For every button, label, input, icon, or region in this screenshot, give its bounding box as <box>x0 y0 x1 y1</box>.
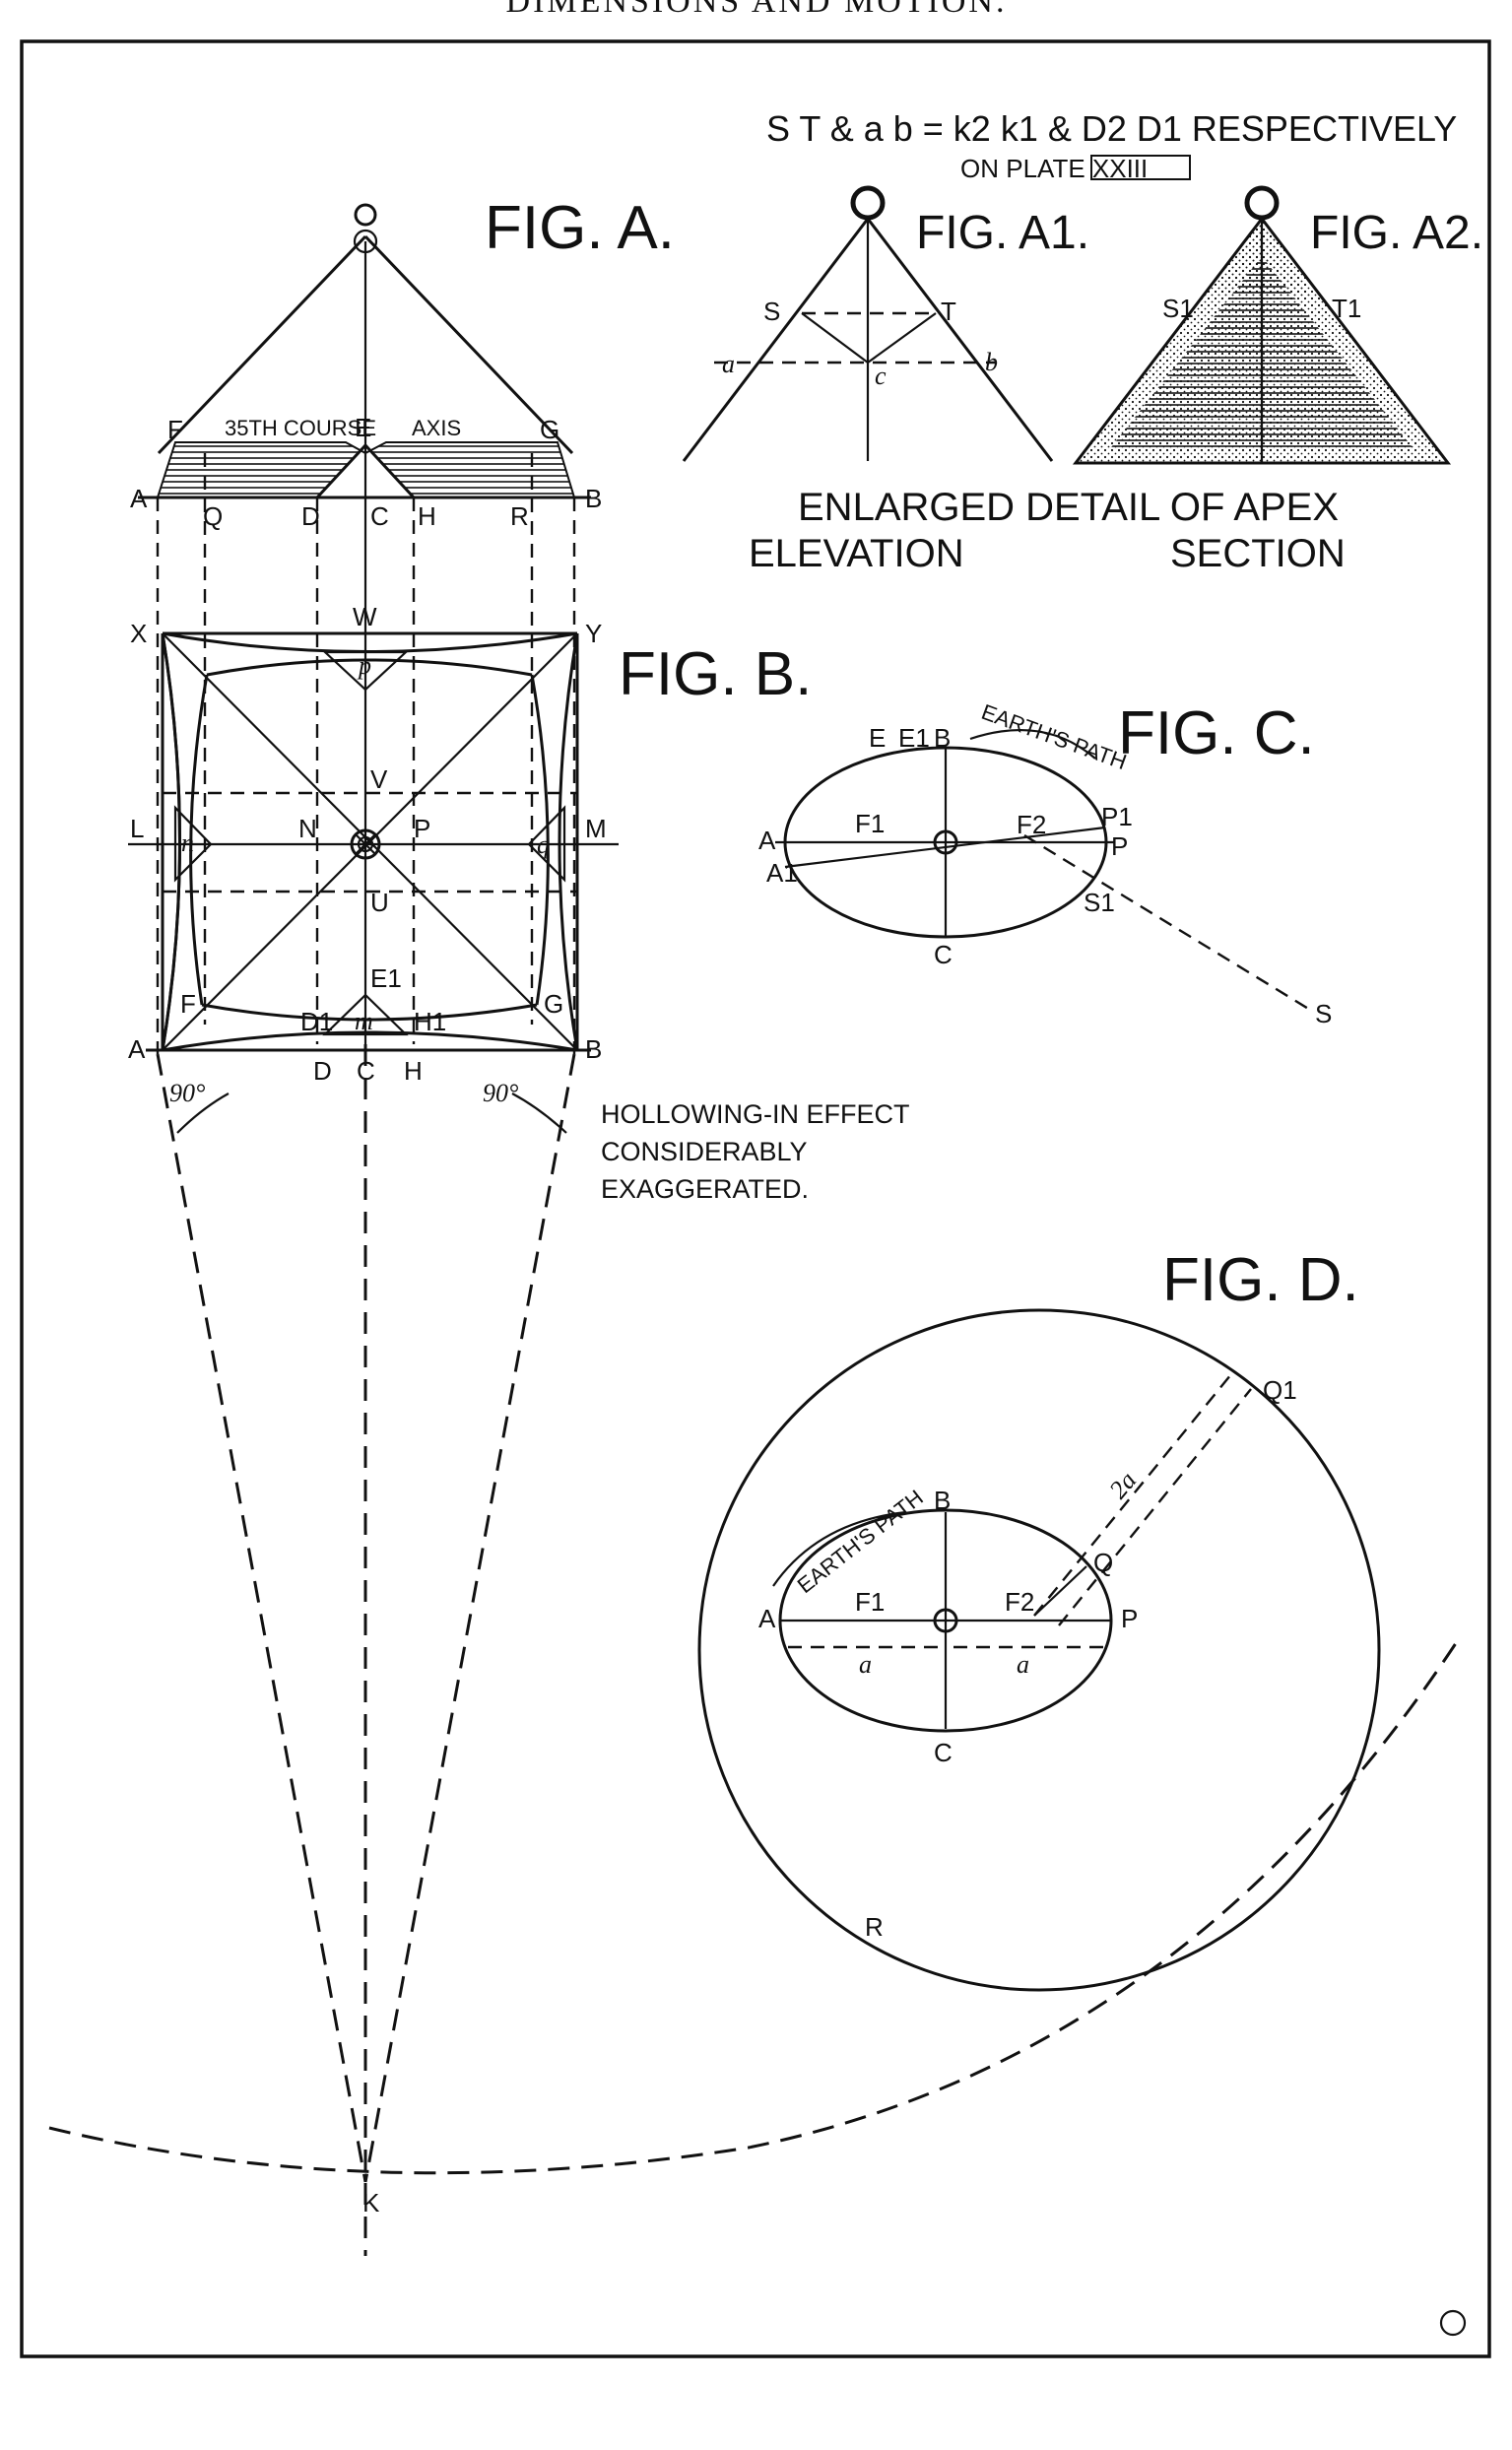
fig-a-label-B: B <box>585 484 602 513</box>
fig-d-label-A: A <box>758 1604 776 1633</box>
fig-a-label-D: D <box>301 501 320 531</box>
fig-b-label-H: H <box>404 1056 423 1086</box>
fig-a-title: FIG. A. <box>485 194 675 262</box>
fig-d-label-F2: F2 <box>1005 1587 1034 1617</box>
fig-b-label-W: W <box>353 602 377 631</box>
fig-b-label-D1: D1 <box>300 1007 333 1036</box>
fig-d-path-label: EARTH'S PATH <box>793 1485 928 1598</box>
fig-b-label-m: m <box>355 1007 373 1035</box>
fig-a-label-Q: Q <box>203 501 223 531</box>
fig-b-label-p: p <box>357 651 371 680</box>
fig-a2-apex-O <box>1244 185 1280 221</box>
fig-b-label-F: F <box>180 989 196 1019</box>
fig-c: FIG. C. E E1 B EARTH'S PATH A A1 F1 F2 P… <box>758 699 1332 1028</box>
fig-c-label-C: C <box>934 940 953 969</box>
apex-caption-title: ENLARGED DETAIL OF APEX <box>798 486 1339 529</box>
fig-c-label-F2: F2 <box>1017 810 1046 839</box>
fig-b-title: FIG. B. <box>619 640 812 708</box>
fig-c-label-S: S <box>1315 999 1332 1028</box>
fig-d-label-2a: 2a <box>1103 1466 1142 1504</box>
fig-a1-label-b: b <box>985 348 998 376</box>
fig-d-outer-circle <box>697 1308 1381 1992</box>
fig-b-label-q: q <box>537 830 550 859</box>
fig-d-title: FIG. D. <box>1162 1246 1359 1314</box>
apex-caption-section: SECTION <box>1170 532 1346 575</box>
fig-a1-apex-O <box>850 185 886 221</box>
fig-b-label-A: A <box>128 1034 146 1064</box>
fig-d-label-Q: Q <box>1093 1548 1113 1577</box>
fig-b-label-B: B <box>585 1034 602 1064</box>
fig-a2-label-S1: S1 <box>1162 294 1194 323</box>
fig-b-note-line3: EXAGGERATED. <box>601 1174 809 1204</box>
fig-a-axis-label: AXIS <box>412 416 461 440</box>
fig-d-label-B: B <box>934 1486 951 1515</box>
fig-b-label-n: n <box>181 828 194 857</box>
fig-b-label-G: G <box>544 989 563 1019</box>
fig-a-label-G: G <box>540 415 559 444</box>
fig-b-note-line1: HOLLOWING-IN EFFECT <box>601 1099 910 1129</box>
fig-c-label-A1: A1 <box>766 858 798 888</box>
fig-b: FIG. B. X W Y p V <box>48 602 1460 2256</box>
fig-a-course-label: 35TH COURSE <box>225 416 376 440</box>
fig-b-label-Y: Y <box>585 619 602 648</box>
fig-b-label-C: C <box>357 1056 375 1086</box>
apex-note-line1: S T & a b = k2 k1 & D2 D1 RESPECTIVELY <box>766 108 1457 149</box>
fig-d-label-C: C <box>934 1738 953 1767</box>
fig-b-label-U: U <box>370 888 389 917</box>
fig-a1-label-c: c <box>875 362 887 390</box>
page-header: DIMENSIONS AND MOTION. <box>506 0 1008 20</box>
fig-a1-label-a: a <box>722 350 735 378</box>
fig-a: FIG. A. O F 35TH COURSE E AXIS G A Q D C… <box>130 194 675 1054</box>
fig-b-label-X: X <box>130 619 147 648</box>
fig-b-label-E1: E1 <box>370 963 402 993</box>
fig-a-label-F: F <box>167 415 183 444</box>
fig-a2: FIG. A2. S1 T1 <box>1072 185 1483 465</box>
fig-c-label-S1: S1 <box>1084 888 1115 917</box>
fig-c-label-B: B <box>934 723 951 753</box>
apex-caption-elevation: ELEVATION <box>749 532 964 575</box>
fig-d-label-a-left: a <box>859 1650 872 1679</box>
fig-a1-title: FIG. A1. <box>916 207 1089 259</box>
fig-a2-label-T1: T1 <box>1332 294 1361 323</box>
fig-b-angle-right: 90° <box>483 1079 518 1107</box>
fig-b-label-V: V <box>370 764 388 794</box>
fig-b-note-line2: CONSIDERABLY <box>601 1137 808 1166</box>
fig-a2-title: FIG. A2. <box>1310 207 1483 259</box>
fig-c-label-P: P <box>1111 831 1128 861</box>
fig-b-label-L: L <box>130 814 144 843</box>
fig-d: FIG. D. EARTH'S PATH B A F1 F2 Q P Q1 a … <box>697 1246 1381 1992</box>
fig-c-path-label: EARTH'S PATH <box>978 699 1130 774</box>
fig-d-label-F1: F1 <box>855 1587 885 1617</box>
fig-a-label-E: E <box>355 413 371 442</box>
fig-b-label-P: P <box>414 814 430 843</box>
fig-d-label-Q1: Q1 <box>1263 1375 1297 1405</box>
fig-a1: FIG. A1. S T a b c <box>682 185 1089 462</box>
fig-b-label-H1: H1 <box>414 1007 446 1036</box>
fig-d-label-P: P <box>1121 1604 1138 1633</box>
fig-b-label-M: M <box>585 814 607 843</box>
fig-d-label-R: R <box>865 1912 884 1942</box>
fig-a1-label-T: T <box>941 297 956 326</box>
fig-a-label-H: H <box>418 501 436 531</box>
fig-c-label-E1: E1 <box>898 723 930 753</box>
fig-b-angle-left: 90° <box>169 1079 205 1107</box>
fig-c-label-A: A <box>758 826 776 855</box>
fig-c-title: FIG. C. <box>1118 699 1315 767</box>
fig-b-label-K: K <box>362 2188 380 2218</box>
plate-border <box>20 39 1491 2358</box>
fig-a-label-A: A <box>130 484 148 513</box>
fig-a-label-R: R <box>510 501 529 531</box>
fig-d-label-a-right: a <box>1017 1650 1029 1679</box>
fig-b-label-D: D <box>313 1056 332 1086</box>
fig-a-label-C: C <box>370 501 389 531</box>
fig-a1-label-S: S <box>763 297 780 326</box>
publisher-monogram-icon <box>1439 2309 1467 2337</box>
fig-c-label-F1: F1 <box>855 809 885 838</box>
fig-a-apex-O <box>354 203 377 227</box>
fig-c-label-P1: P1 <box>1101 802 1133 831</box>
fig-c-label-E: E <box>869 723 886 753</box>
fig-b-label-N: N <box>298 814 317 843</box>
